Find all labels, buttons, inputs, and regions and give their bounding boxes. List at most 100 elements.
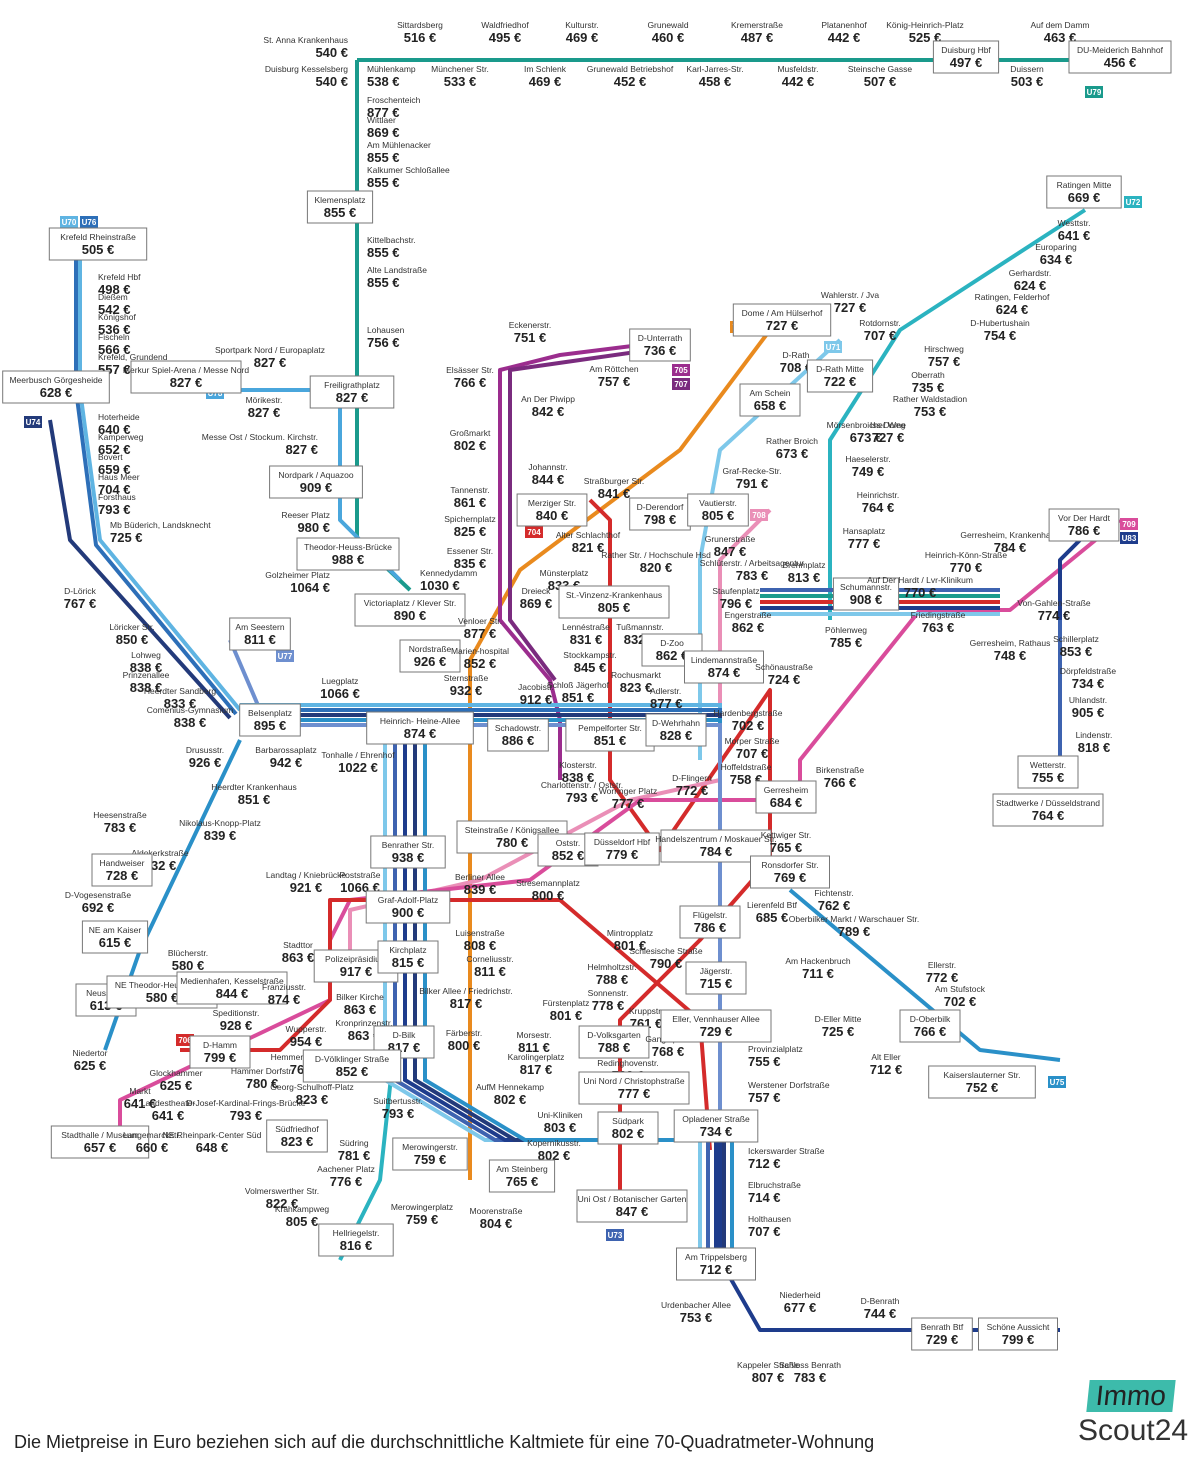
station-name: Ickerswarder Straße	[748, 1146, 825, 1156]
station-price: 845 €	[574, 660, 607, 675]
station-price: 641 €	[152, 1108, 185, 1123]
station-name: Heinrich- Heine-Allee	[380, 716, 461, 726]
station-name: Oststr.	[556, 838, 581, 848]
station-name: Medienhafen, Kesselstraße	[180, 976, 284, 986]
station-price: 734 €	[700, 1124, 733, 1139]
station-box	[130, 360, 242, 394]
station-price: 498 €	[98, 282, 131, 297]
station-hellriegelstr: Hellriegelstr.816 €	[318, 1223, 394, 1257]
station-price: 711 €	[802, 966, 834, 981]
station-box	[679, 905, 741, 939]
station-kopernikusstr: Kopernikusstr.802 €	[527, 1138, 581, 1163]
station-box	[755, 780, 817, 814]
station-price: 886 €	[502, 733, 535, 748]
station-name: Flügelstr.	[693, 910, 728, 920]
station-name: Musfeldstr.	[777, 64, 818, 74]
station-name: König-Heinrich-Platz	[886, 20, 963, 30]
station-name: Mb Büderich, Landsknecht	[110, 520, 211, 530]
station-name: Iss Dome	[870, 420, 906, 430]
station-name: Benrather Str.	[382, 840, 434, 850]
station-price: 942 €	[270, 755, 303, 770]
station-name: Uni Nord / Christophstraße	[583, 1076, 684, 1086]
station-price: 625 €	[160, 1078, 193, 1093]
svg-text:U74: U74	[26, 418, 41, 427]
station-price: 702 €	[732, 718, 765, 733]
station-bilker-allee-friedrichstr: Bilker Allee / Friedrichstr.817 €	[419, 986, 513, 1011]
station-box	[629, 328, 691, 362]
station-name: Elsässer Str.	[446, 365, 494, 375]
line-t708-14	[348, 508, 772, 950]
logo-bottom: Scout24	[1078, 1414, 1189, 1447]
station-price: 926 €	[414, 654, 447, 669]
station-box	[660, 1009, 772, 1043]
station-f-rberstr: Färberstr.800 €	[446, 1028, 482, 1053]
station-name: Speditionstr.	[213, 1008, 260, 1018]
station-price: 762 €	[818, 898, 851, 913]
station-price: 802 €	[454, 438, 487, 453]
station-price: 988 €	[332, 552, 365, 567]
station-name: Schlüterstr. / Arbeitsagentur	[700, 558, 805, 568]
station-name: D-Rath	[783, 350, 810, 360]
station-fichtenstr: Fichtenstr.762 €	[814, 888, 853, 913]
station-price: 813 €	[788, 570, 821, 585]
station-m-nchener-str: Münchener Str.533 €	[431, 64, 489, 89]
station-name: Gerresheim, Krankenhaus	[960, 530, 1059, 540]
svg-text:U70: U70	[62, 218, 77, 227]
svg-text:U76: U76	[82, 218, 97, 227]
station-name: Ronsdorfer Str.	[761, 860, 818, 870]
station-price: 839 €	[464, 882, 497, 897]
station-price: 835 €	[454, 556, 487, 571]
station-price: 855 €	[324, 205, 357, 220]
station-price: 811 €	[518, 1040, 550, 1055]
station-name: NE am Kaiser	[89, 925, 142, 935]
station-name: Am Hackenbruch	[785, 956, 850, 966]
station-price: 727 €	[872, 430, 905, 445]
station-price: 452 €	[614, 74, 647, 89]
station-name: Haeselerstr.	[845, 454, 890, 464]
station-name: Alt Eller	[871, 1052, 900, 1062]
station-price: 755 €	[748, 1054, 781, 1069]
line-badge-u70: U70	[60, 216, 78, 228]
station-price: 877 €	[650, 696, 683, 711]
station-name: Ellerstr.	[928, 960, 956, 970]
station-price: 822 €	[266, 1196, 299, 1211]
station-name: Kremerstraße	[731, 20, 783, 30]
station-name: Mintropplatz	[607, 928, 653, 938]
station-price: 704 €	[98, 482, 131, 497]
station-price: 786 €	[1068, 523, 1101, 538]
station-name: Nordstraße	[409, 644, 452, 654]
station-name: Haus Meer	[98, 472, 140, 482]
station-price: 820 €	[640, 560, 673, 575]
station-name: Sonnenstr.	[588, 988, 629, 998]
station-price: 838 €	[562, 770, 595, 785]
station-box	[1048, 508, 1120, 542]
station-price: 844 €	[532, 472, 565, 487]
station-name: Opladener Straße	[682, 1114, 750, 1124]
station-langemarckstr: Langemarckstr.660 €	[123, 1130, 181, 1155]
station-name: Grunewald Betriebshof	[587, 64, 674, 74]
